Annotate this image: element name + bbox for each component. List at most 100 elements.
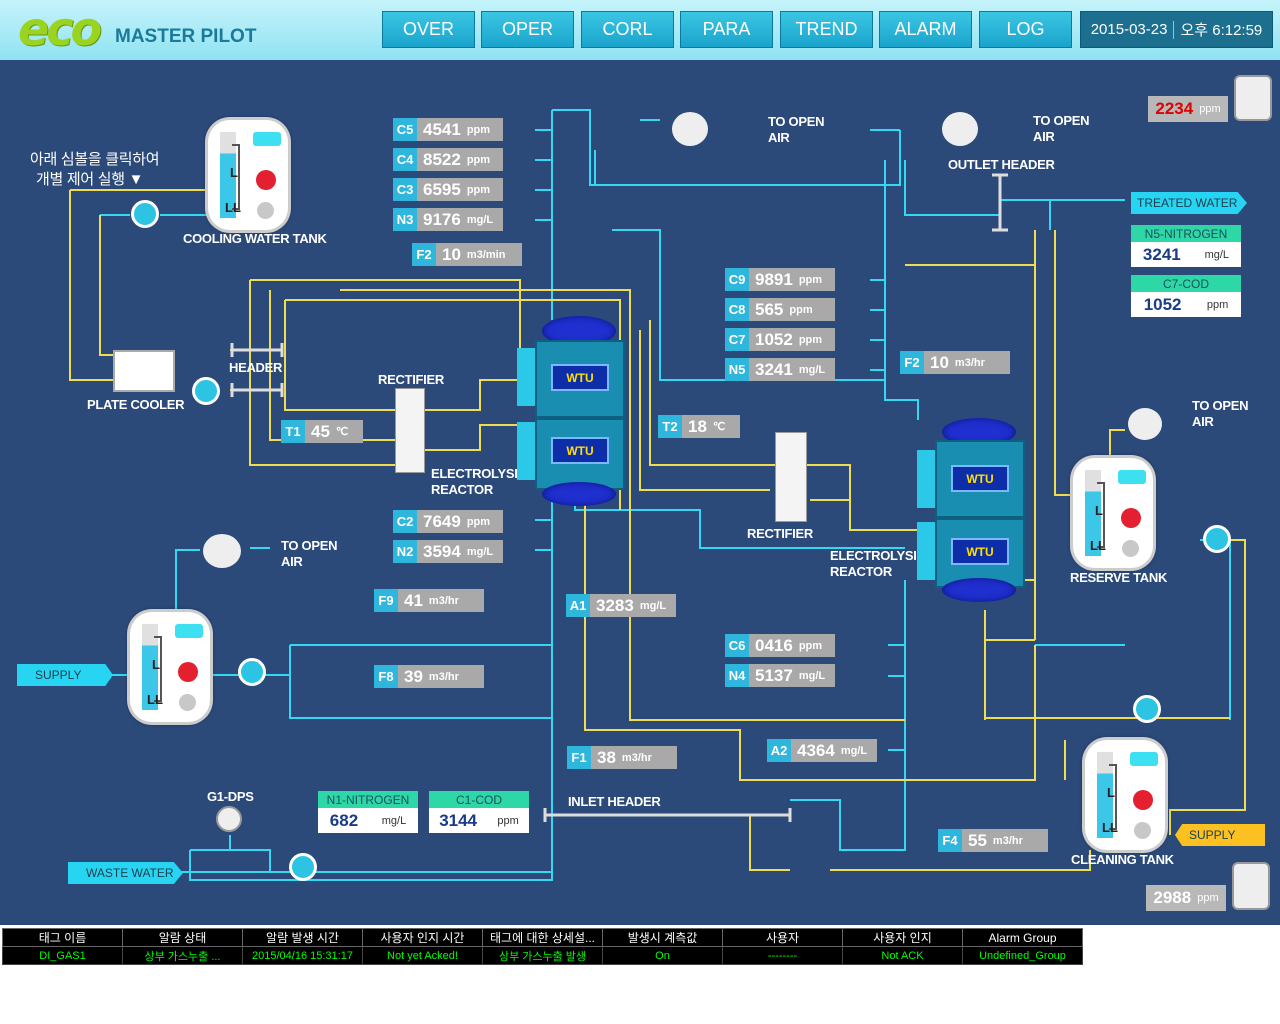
g1-dps-gauge[interactable] bbox=[216, 806, 242, 832]
reactor-2-side-a bbox=[917, 450, 935, 508]
wtu-1a: WTU bbox=[551, 364, 609, 391]
electrolysis-1-label-b: REACTOR bbox=[431, 482, 493, 497]
reserve-tank[interactable]: L LL bbox=[1073, 458, 1153, 568]
tank-alarm-lamp bbox=[256, 170, 276, 190]
sensor-value: 6595 bbox=[423, 179, 461, 199]
cooling-water-tank[interactable]: L LL bbox=[208, 120, 288, 230]
nav-alarm-button[interactable]: ALARM bbox=[879, 11, 972, 48]
gas-top-reading[interactable]: 2234 ppm bbox=[1148, 96, 1228, 122]
blower-4[interactable] bbox=[203, 534, 241, 568]
sensor-tag: N5 bbox=[725, 358, 749, 381]
supply-pump[interactable] bbox=[238, 658, 266, 686]
alarm-cell: -------- bbox=[722, 946, 843, 965]
alarm-header-cell[interactable]: 사용자 인지 시간 bbox=[362, 928, 483, 947]
blower-2[interactable] bbox=[942, 112, 978, 146]
tank-level-glass bbox=[1097, 752, 1113, 838]
tank-status-lamp bbox=[257, 202, 274, 219]
alarm-header-cell[interactable]: 발생시 계측값 bbox=[602, 928, 723, 947]
alarm-header-cell[interactable]: 태그 이름 bbox=[2, 928, 123, 947]
date-text: 2015-03-23 bbox=[1090, 21, 1168, 38]
nav-corl-button[interactable]: CORL bbox=[581, 11, 674, 48]
electrolysis-2-label-a: ELECTROLYSIS bbox=[830, 548, 925, 563]
tank-ll-label: LL bbox=[1102, 820, 1118, 835]
gas-detector-icon[interactable] bbox=[1234, 75, 1272, 121]
plate-cooler[interactable] bbox=[113, 350, 175, 392]
blower-3[interactable] bbox=[1128, 408, 1162, 440]
supply-tank[interactable]: L LL bbox=[130, 612, 210, 722]
sensor-unit: m3/hr bbox=[621, 751, 652, 764]
alarm-header-cell[interactable]: 알람 발생 시간 bbox=[242, 928, 363, 947]
analyzer-unit: mg/L bbox=[1204, 248, 1230, 261]
plate-cooler-pump[interactable] bbox=[192, 377, 220, 405]
gas-detector-icon[interactable] bbox=[1232, 862, 1270, 910]
nav-over-button[interactable]: OVER bbox=[382, 11, 475, 48]
cooling-pump[interactable] bbox=[131, 200, 159, 228]
gas-bottom-reading[interactable]: 2988 ppm bbox=[1146, 885, 1226, 911]
g1-dps-label: G1-DPS bbox=[207, 789, 254, 804]
sensor-value: 45 bbox=[311, 421, 330, 441]
nav-oper-button[interactable]: OPER bbox=[481, 11, 574, 48]
tank-l-label: L bbox=[152, 657, 160, 672]
table-row[interactable]: DI_GAS1 상부 가스누출 ... 2015/04/16 15:31:17 … bbox=[2, 946, 1083, 965]
to-open-air-4a: TO OPEN bbox=[281, 538, 338, 553]
nav-log-button[interactable]: LOG bbox=[979, 11, 1072, 48]
alarm-header-cell[interactable]: Alarm Group bbox=[962, 928, 1083, 947]
cleaning-pump[interactable] bbox=[1133, 695, 1161, 723]
nav-para-button[interactable]: PARA bbox=[680, 11, 773, 48]
alarm-header-cell[interactable]: 알람 상태 bbox=[122, 928, 243, 947]
reserve-pump[interactable] bbox=[1203, 525, 1231, 553]
tank-l-label: L bbox=[230, 165, 238, 180]
alarm-header-cell[interactable]: 사용자 bbox=[722, 928, 843, 947]
to-open-air-2b: AIR bbox=[1033, 129, 1055, 144]
nav-trend-button[interactable]: TREND bbox=[780, 11, 873, 48]
analyzer-label: C1-COD bbox=[429, 791, 529, 808]
waste-water-pump[interactable] bbox=[289, 853, 317, 881]
cleaning-tank[interactable]: L LL bbox=[1085, 740, 1165, 850]
alarm-header-cell[interactable]: 사용자 인지 bbox=[842, 928, 963, 947]
tank-display bbox=[1118, 470, 1146, 484]
cleaning-tank-label: CLEANING TANK bbox=[1071, 852, 1174, 867]
rectifier-2[interactable] bbox=[775, 432, 807, 522]
sensor-tag: F1 bbox=[567, 746, 591, 769]
blower-1[interactable] bbox=[672, 112, 708, 146]
alarm-cell: 상부 가스누출 발생 bbox=[482, 946, 603, 965]
alarm-header-cell[interactable]: 태그에 대한 상세설... bbox=[482, 928, 603, 947]
electrolysis-1-label-a: ELECTROLYSIS bbox=[431, 466, 526, 481]
alarm-cell: DI_GAS1 bbox=[2, 946, 123, 965]
sensor-tag: C7 bbox=[725, 328, 749, 351]
rectifier-1[interactable] bbox=[395, 388, 425, 473]
sensor-unit: m3/min bbox=[466, 248, 506, 261]
